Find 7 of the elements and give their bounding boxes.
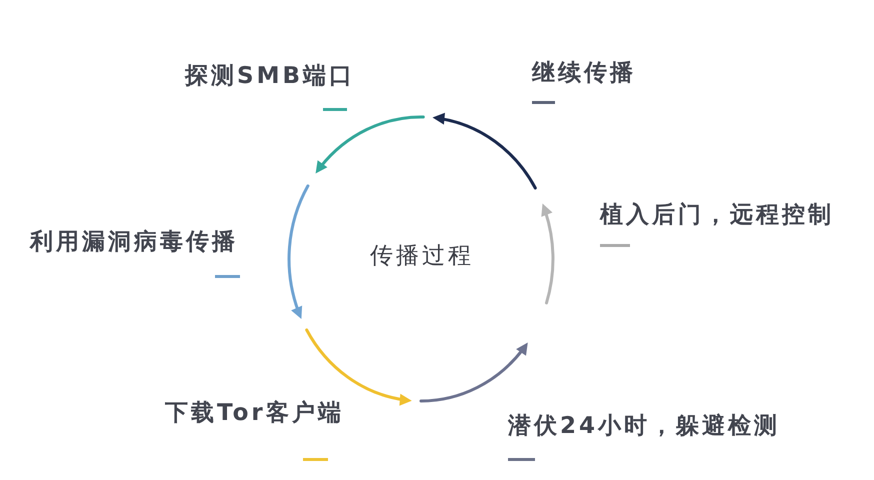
step-label: 继续传播 bbox=[532, 59, 636, 87]
step-label: 植入后门，远程控制 bbox=[600, 201, 834, 229]
center-label: 传播过程 bbox=[370, 242, 474, 270]
step-label: 利用漏洞病毒传播 bbox=[30, 228, 238, 256]
step-label: 探测SMB端口 bbox=[185, 62, 355, 90]
step-label: 潜伏24小时，躲避检测 bbox=[508, 412, 780, 440]
step-label: 下载Tor客户端 bbox=[165, 399, 344, 427]
